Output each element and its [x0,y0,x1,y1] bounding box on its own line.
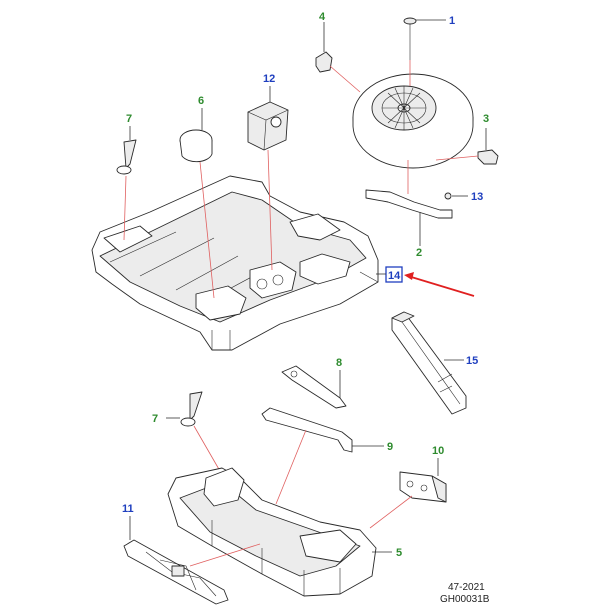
retaining-bar-part [365,160,453,246]
foam-pad-part [179,108,215,299]
callout-10: 10 [432,445,444,457]
callout-2: 2 [416,247,422,259]
jack-handle-part [281,365,347,409]
highlight-arrow [376,266,475,297]
callout-4: 4 [319,11,326,23]
clip-part [435,128,499,165]
callout-5: 5 [396,547,402,559]
wheel-brace-part [261,407,384,505]
callout-8: 8 [336,357,342,369]
footer-ref: GH00031B [440,594,490,605]
callout-7-upper: 7 [126,113,132,125]
callout-7-lower: 7 [152,413,158,425]
tow-eye-part-upper [116,126,137,241]
tow-eye-part-lower [166,391,225,479]
callout-3: 3 [483,113,489,125]
callout-12: 12 [263,73,275,85]
compressor-part [247,86,289,271]
callout-15: 15 [466,355,478,367]
footer-date: 47-2021 [448,582,485,593]
callout-9: 9 [387,441,393,453]
callout-11: 11 [122,503,134,515]
callout-13: 13 [471,191,483,203]
wheel-bolt-part [403,17,446,86]
jack-tray [167,467,392,597]
mounting-bracket-part [369,458,447,529]
storage-box-part [391,311,467,415]
callout-1: 1 [449,15,455,27]
callout-6: 6 [198,95,204,107]
cone-nut-part [315,22,361,93]
callout-14: 14 [388,270,401,282]
stowage-tray [91,175,379,351]
screw-part [444,192,468,200]
spare-wheel [352,73,474,169]
scissor-jack-part [123,516,261,605]
